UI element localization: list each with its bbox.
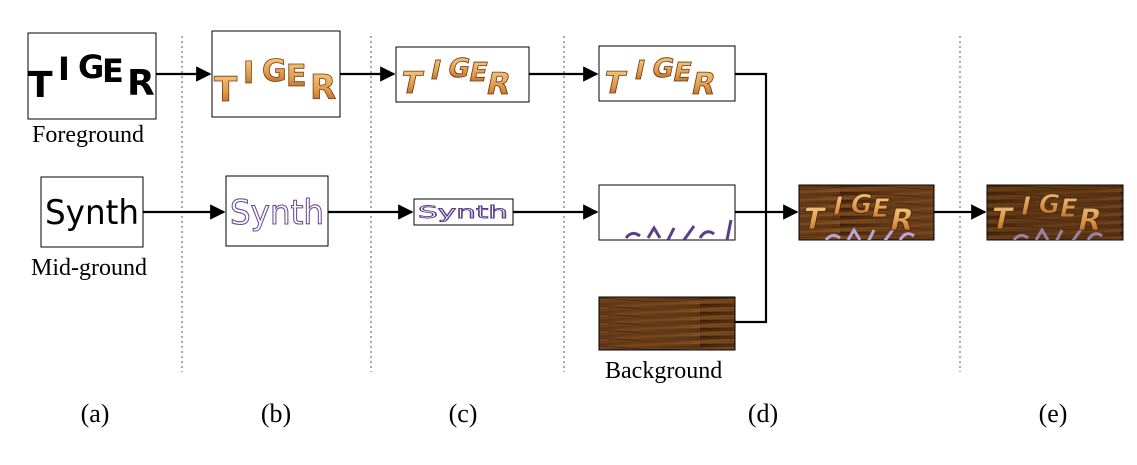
tiger-letter: T [800,202,828,237]
tiger-letter: R [310,68,336,108]
panel-label-b: (b) [261,399,291,428]
tiger-letter: G [262,54,287,89]
panel-labels: (a) (b) (c) (d) (e) [81,399,1068,428]
background-label: Background [605,358,722,384]
tiger-letter: G [445,54,473,84]
midground-a-image: Synth [40,176,144,248]
foreground-a-image: T I G E R [27,32,157,120]
midground-c-image: Synth [413,198,514,226]
composite-image: T I G E R [798,184,935,241]
midground-d-image [598,184,736,241]
foreground-c-image: T I G E R [395,46,530,103]
background-image [598,296,736,351]
arrows [143,66,987,324]
tiger-letter: G [78,48,104,86]
foreground-label: Foreground [32,122,144,148]
panel-label-d: (d) [748,399,778,428]
final-image: T I G E R [986,184,1124,241]
synth-text: Synth [230,193,324,233]
panel-label-a: (a) [81,399,110,428]
synth-text: Synth [418,203,508,223]
panel-label-e: (e) [1039,399,1068,428]
tiger-letter: T [214,70,238,110]
tiger-letter: R [127,63,155,104]
synth-text: Synth [45,193,139,233]
foreground-d-image: T I G E R [598,45,736,102]
synth-warped-fragment [624,219,733,240]
panel-dividers [181,36,961,372]
midground-b-image: Synth [225,175,329,247]
foreground-b-image: T I G E R [211,30,341,118]
merge-line-foreground [735,72,768,324]
midground-label: Mid-ground [31,255,147,281]
tiger-letter: I [58,50,70,88]
tiger-letter: T [28,65,53,106]
tiger-letter: I [243,56,254,91]
panel-label-c: (c) [449,399,478,428]
tiger-letter: E [286,59,307,94]
tiger-letter: E [102,52,124,90]
